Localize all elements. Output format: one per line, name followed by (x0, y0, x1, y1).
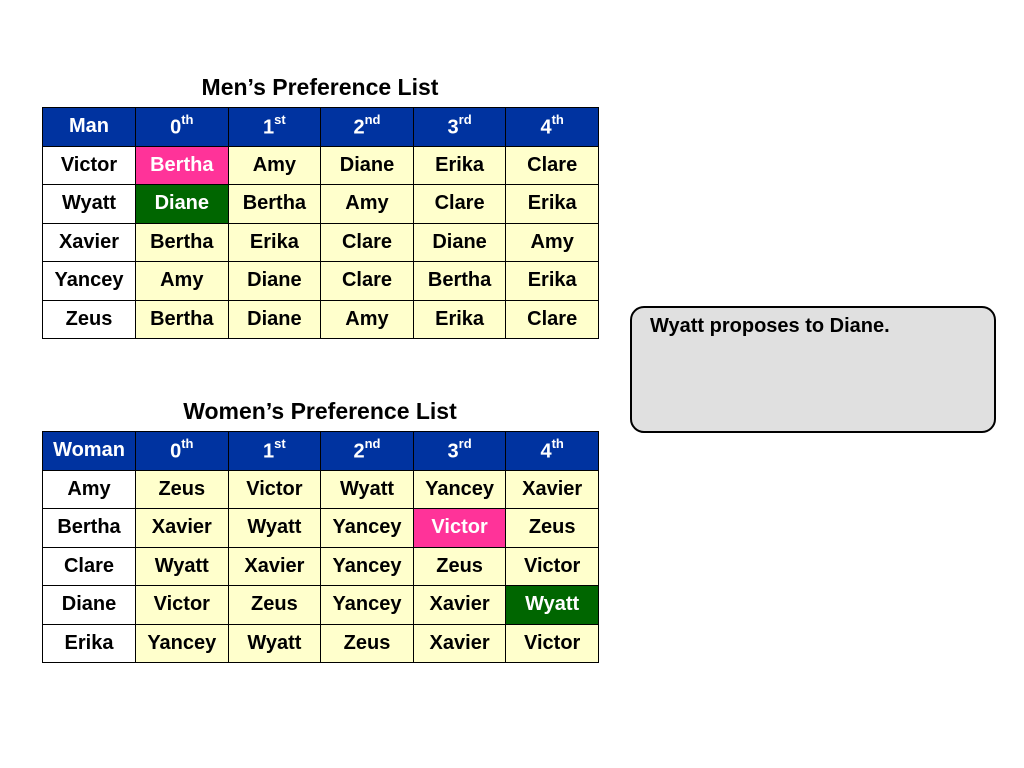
preference-cell: Amy (320, 184, 414, 224)
preference-cell: Bertha (135, 222, 229, 262)
preference-cell: Victor (135, 585, 229, 625)
column-header-person: Man (42, 107, 136, 147)
column-header-rank: 3rd (412, 431, 507, 471)
preference-cell: Wyatt (320, 469, 414, 509)
preference-cell: Yancey (135, 623, 229, 663)
preference-cell: Wyatt (505, 585, 599, 625)
preference-cell: Victor (505, 546, 599, 586)
person-name-cell: Diane (42, 585, 136, 625)
preference-cell: Diane (135, 184, 229, 224)
preference-cell: Clare (320, 222, 414, 262)
preference-cell: Zeus (320, 623, 414, 663)
person-name-cell: Amy (42, 469, 136, 509)
preference-cell: Clare (505, 145, 599, 185)
person-name-cell: Yancey (42, 261, 136, 301)
column-header-rank: 3rd (412, 107, 507, 147)
preference-cell: Bertha (135, 299, 229, 339)
preference-cell: Xavier (227, 546, 322, 586)
column-header-rank: 4th (505, 431, 599, 471)
preference-cell: Zeus (227, 585, 322, 625)
person-name-cell: Erika (42, 623, 136, 663)
person-name-cell: Wyatt (42, 184, 136, 224)
preference-cell: Zeus (135, 469, 229, 509)
preference-cell: Wyatt (227, 623, 322, 663)
preference-cell: Xavier (135, 508, 229, 548)
preference-cell: Yancey (320, 585, 414, 625)
preference-cell: Bertha (227, 184, 322, 224)
person-name-cell: Xavier (42, 222, 136, 262)
preference-cell: Xavier (505, 469, 599, 509)
mens-preference-title: Men’s Preference List (201, 74, 439, 100)
proposal-note-text: Wyatt proposes to Diane. (650, 315, 890, 337)
preference-cell: Erika (412, 299, 507, 339)
proposal-note-box: Wyatt proposes to Diane. (630, 306, 996, 433)
preference-cell: Amy (227, 145, 322, 185)
preference-cell: Erika (505, 261, 599, 301)
preference-cell: Clare (505, 299, 599, 339)
preference-cell: Clare (320, 261, 414, 301)
preference-cell: Diane (227, 299, 322, 339)
preference-cell: Erika (505, 184, 599, 224)
preference-cell: Yancey (320, 546, 414, 586)
preference-cell: Xavier (412, 585, 507, 625)
preference-cell: Victor (227, 469, 322, 509)
preference-cell: Diane (412, 222, 507, 262)
preference-cell: Diane (320, 145, 414, 185)
preference-cell: Zeus (412, 546, 507, 586)
person-name-cell: Zeus (42, 299, 136, 339)
person-name-cell: Victor (42, 145, 136, 185)
column-header-rank: 2nd (320, 107, 414, 147)
preference-cell: Xavier (412, 623, 507, 663)
preference-cell: Diane (227, 261, 322, 301)
column-header-rank: 0th (135, 431, 229, 471)
preference-cell: Victor (412, 508, 507, 548)
preference-cell: Clare (412, 184, 507, 224)
preference-cell: Erika (412, 145, 507, 185)
person-name-cell: Clare (42, 546, 136, 586)
preference-cell: Bertha (412, 261, 507, 301)
column-header-person: Woman (42, 431, 136, 471)
person-name-cell: Bertha (42, 508, 136, 548)
preference-cell: Amy (505, 222, 599, 262)
column-header-rank: 2nd (320, 431, 414, 471)
column-header-rank: 0th (135, 107, 229, 147)
preference-cell: Zeus (505, 508, 599, 548)
preference-cell: Amy (135, 261, 229, 301)
preference-cell: Wyatt (227, 508, 322, 548)
preference-cell: Wyatt (135, 546, 229, 586)
column-header-rank: 1st (227, 431, 322, 471)
womens-preference-title: Women’s Preference List (183, 398, 457, 424)
preference-cell: Yancey (412, 469, 507, 509)
preference-cell: Amy (320, 299, 414, 339)
preference-cell: Erika (227, 222, 322, 262)
column-header-rank: 1st (227, 107, 322, 147)
preference-cell: Bertha (135, 145, 229, 185)
preference-cell: Victor (505, 623, 599, 663)
column-header-rank: 4th (505, 107, 599, 147)
preference-cell: Yancey (320, 508, 414, 548)
